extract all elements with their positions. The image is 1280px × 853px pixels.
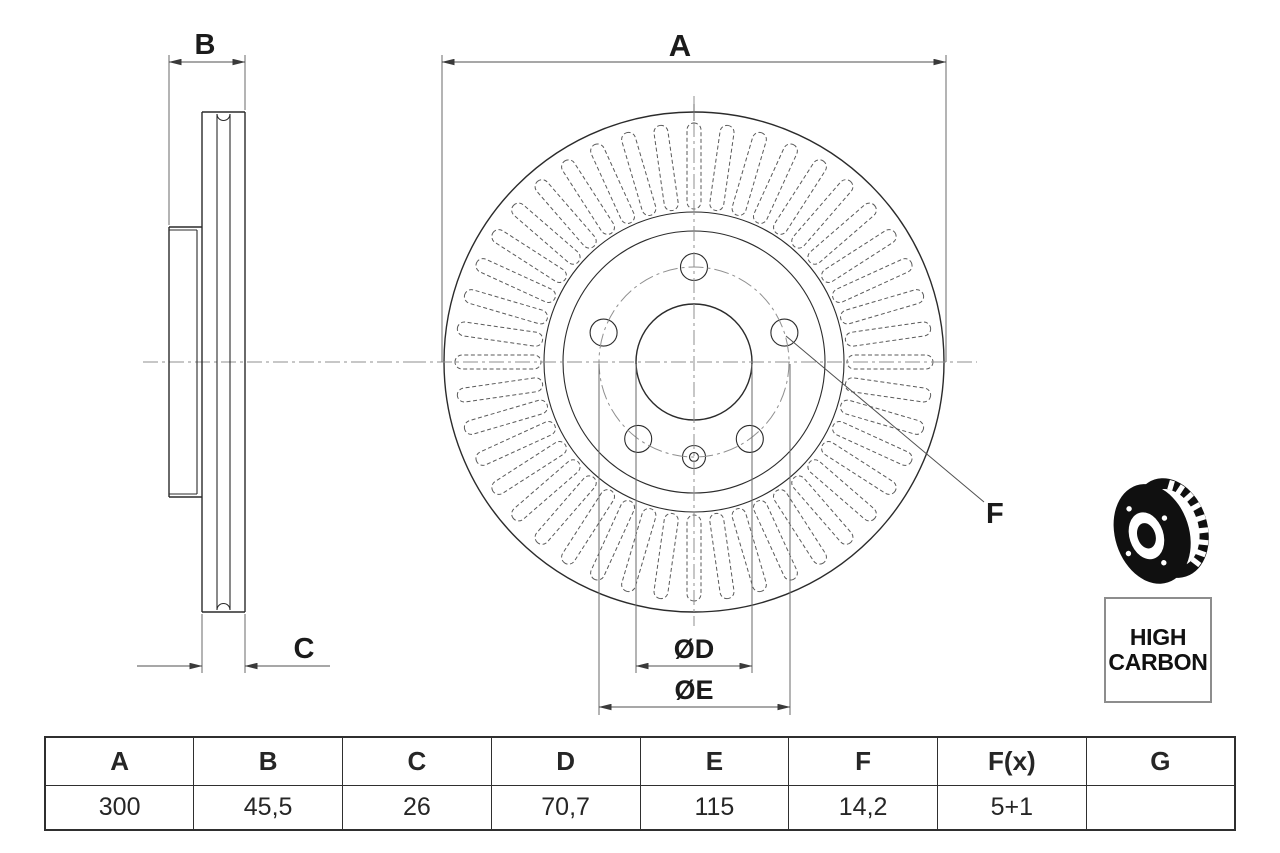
vent-slot (832, 420, 913, 466)
icon-rim-slot (1190, 502, 1202, 512)
vent-slot (840, 399, 925, 435)
vent-slot (621, 508, 657, 593)
dim-label-F: F (986, 498, 1004, 530)
icon-bolt-dot (1125, 550, 1132, 557)
icon-bolt-dot (1126, 506, 1132, 512)
vent-slot (621, 131, 657, 216)
spec-value-Fx: 5+1 (937, 785, 1087, 831)
bolt-circle-centerline (598, 266, 790, 458)
spec-header-F: F (788, 736, 938, 786)
bolt-hole (770, 318, 799, 347)
leader-line-F (785, 335, 985, 503)
vent-slot (475, 420, 556, 466)
icon-bolt-dot (1161, 515, 1168, 521)
spec-header-D: D (490, 736, 641, 786)
icon-rim-slot (1183, 491, 1194, 503)
vent-slot (561, 489, 615, 565)
vent-slot (534, 179, 597, 249)
bolt-hole (735, 424, 764, 453)
icon-rim-slot (1195, 514, 1207, 523)
dim-label-E: ØE (674, 675, 713, 705)
icon-rim-slot (1198, 539, 1209, 546)
vent-slot (821, 229, 897, 283)
icon-rim-slot (1167, 479, 1175, 491)
vent-slot (491, 441, 567, 495)
vent-slot (752, 500, 798, 581)
vent-slot (463, 289, 548, 325)
front-view-dimensions: A ØD ØE F (441, 28, 1004, 715)
spec-header-C: C (342, 736, 492, 786)
spec-value-A: 300 (44, 785, 195, 831)
dimension-spec-table: A B C D E F F(x) G 300 45,5 26 70,7 115 … (44, 736, 1236, 831)
side-view-cross-section (143, 111, 428, 613)
spec-header-Fx: F(x) (937, 736, 1087, 786)
vent-slot (653, 124, 679, 212)
spec-header-B: B (193, 736, 343, 786)
vent-groove-top (216, 113, 231, 122)
vent-groove-bottom (216, 602, 231, 611)
vent-slot (456, 321, 544, 347)
vent-slot (511, 202, 581, 265)
vent-slot (773, 159, 827, 235)
vent-slot (456, 377, 544, 403)
vent-slot (791, 475, 854, 545)
vent-slot (773, 489, 827, 565)
vent-slot (844, 377, 932, 403)
vent-slot (731, 508, 767, 593)
vent-slot (807, 459, 877, 522)
vent-slot (475, 258, 556, 304)
dim-label-A: A (669, 28, 691, 63)
vent-slot (491, 229, 567, 283)
vent-slot (463, 399, 548, 435)
vent-slot (709, 124, 735, 212)
dim-label-D: ØD (674, 634, 715, 664)
spec-value-row: 300 45,5 26 70,7 115 14,2 5+1 (44, 785, 1236, 831)
high-carbon-badge: HIGH CARBON (1104, 597, 1212, 703)
vent-slot (534, 475, 597, 545)
dim-label-B: B (195, 29, 216, 61)
icon-bolt-dots (1125, 506, 1168, 566)
brake-disc-icon (1113, 478, 1209, 584)
spec-value-D: 70,7 (490, 785, 641, 831)
spec-value-C: 26 (342, 785, 492, 831)
vent-slots-ring (454, 122, 934, 602)
spec-header-row: A B C D E F F(x) G (44, 736, 1236, 786)
spec-header-G: G (1085, 736, 1236, 786)
bolt-hole (624, 424, 653, 453)
vent-slot (511, 459, 581, 522)
badge-line1: HIGH (1129, 624, 1187, 650)
icon-rim-slot (1198, 527, 1209, 534)
vent-slot (832, 258, 913, 304)
spec-header-E: E (639, 736, 790, 786)
spec-value-F: 14,2 (788, 785, 938, 831)
vent-slot (709, 512, 735, 600)
vent-slot (590, 143, 636, 224)
vent-slot (731, 131, 767, 216)
vent-slot (561, 159, 615, 235)
spec-value-E: 115 (639, 785, 790, 831)
spec-header-A: A (44, 736, 195, 786)
icon-rim-slot (1175, 484, 1186, 496)
side-view-dimensions: B C (137, 29, 330, 673)
vent-slot (590, 500, 636, 581)
icon-rim-slot (1195, 549, 1207, 558)
vent-slot (752, 143, 798, 224)
vent-slot (653, 512, 679, 600)
vent-slot (821, 441, 897, 495)
badge-line2: CARBON (1108, 649, 1208, 675)
front-view (411, 96, 977, 626)
spec-value-B: 45,5 (193, 785, 343, 831)
bolt-hole (589, 318, 618, 347)
icon-bolt-dot (1161, 560, 1167, 566)
icon-rim-slot (1190, 557, 1202, 568)
vent-slot (791, 179, 854, 249)
vent-slot (840, 289, 925, 325)
spec-value-G (1085, 785, 1236, 831)
vent-slot (807, 202, 877, 265)
vent-slot (844, 321, 932, 347)
icon-rim-slots (1167, 479, 1209, 568)
dim-label-C: C (294, 633, 315, 665)
